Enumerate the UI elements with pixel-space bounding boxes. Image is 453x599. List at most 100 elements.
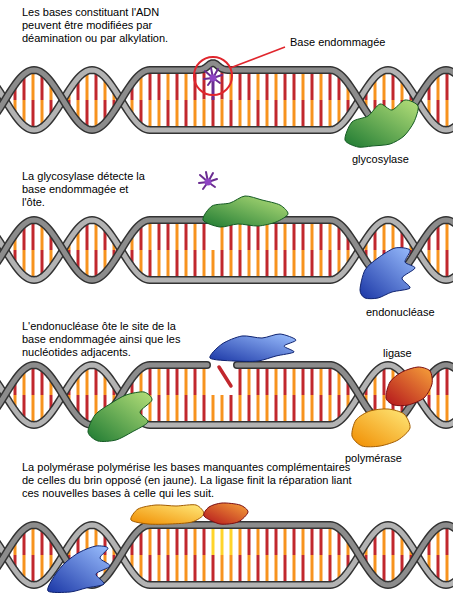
base-rung xyxy=(185,100,188,130)
base-rung xyxy=(284,220,287,250)
base-rung xyxy=(194,250,197,280)
base-rung xyxy=(284,70,287,100)
enzyme-label: endonucléase xyxy=(366,306,435,319)
base-rung xyxy=(329,250,332,280)
base-rung xyxy=(311,250,314,280)
base-rung xyxy=(293,365,296,395)
base-rung xyxy=(446,100,449,130)
base-rung xyxy=(284,250,287,280)
base-rung xyxy=(239,395,242,425)
base-rung xyxy=(302,365,305,395)
base-rung xyxy=(275,100,278,130)
base-rung xyxy=(185,525,188,555)
base-rung xyxy=(32,365,35,395)
base-rung xyxy=(149,250,152,280)
highlight-circle xyxy=(194,57,232,95)
damaged-base xyxy=(199,172,217,189)
base-rung xyxy=(311,220,314,250)
base-rung xyxy=(257,100,260,130)
base-rung xyxy=(176,220,179,250)
ligase-enzyme xyxy=(386,367,432,406)
base-rung xyxy=(167,395,170,425)
enzyme-label: ligase xyxy=(383,347,412,360)
polymerase-enzyme xyxy=(131,505,204,525)
base-rung xyxy=(167,250,170,280)
base-rung xyxy=(221,525,224,555)
base-rung xyxy=(248,100,251,130)
base-rung xyxy=(32,70,35,100)
step-description: La glycosylase détecte la base endommagé… xyxy=(22,170,150,209)
base-rung xyxy=(149,555,152,585)
base-rung xyxy=(311,365,314,395)
base-rung xyxy=(194,220,197,250)
base-rung xyxy=(446,525,449,555)
base-rung xyxy=(257,555,260,585)
base-rung xyxy=(176,365,179,395)
base-rung xyxy=(329,395,332,425)
dna-strand xyxy=(237,365,453,425)
base-rung xyxy=(320,100,323,130)
base-rung xyxy=(239,250,242,280)
base-rung xyxy=(203,99,206,130)
base-rung xyxy=(212,525,215,555)
base-rung xyxy=(194,100,197,130)
base-rung xyxy=(32,395,35,425)
base-rung xyxy=(149,220,152,250)
base-rung xyxy=(176,100,179,130)
enzyme-label: polymérase xyxy=(345,452,402,465)
endonuclease-enzyme xyxy=(360,248,415,299)
damaged-base-core xyxy=(205,179,212,186)
base-rung xyxy=(275,555,278,585)
base-rung xyxy=(239,365,242,395)
base-rung xyxy=(194,525,197,555)
base-rung xyxy=(176,555,179,585)
base-rung xyxy=(293,220,296,250)
base-rung xyxy=(329,365,332,395)
base-rung xyxy=(248,395,251,425)
base-rung xyxy=(158,365,161,395)
base-rung xyxy=(446,250,449,280)
base-rung xyxy=(320,70,323,100)
base-rung xyxy=(284,525,287,555)
base-rung xyxy=(203,365,206,395)
base-rung xyxy=(167,525,170,555)
base-rung xyxy=(185,555,188,585)
base-rung xyxy=(302,100,305,130)
enzyme-label: glycosylase xyxy=(352,153,409,166)
base-rung xyxy=(275,395,278,425)
base-rung xyxy=(149,365,152,395)
base-rung xyxy=(230,250,233,280)
base-rung xyxy=(203,555,206,585)
base-rung xyxy=(32,555,35,585)
base-rung xyxy=(203,220,206,250)
base-rung xyxy=(257,250,260,280)
step-description: La polymérase polymérise les bases manqu… xyxy=(22,461,352,500)
base-rung xyxy=(248,250,251,280)
base-rung xyxy=(446,555,449,585)
base-rung xyxy=(167,555,170,585)
base-rung xyxy=(212,395,215,425)
base-rung xyxy=(32,250,35,280)
base-rung xyxy=(329,555,332,585)
base-rung xyxy=(320,525,323,555)
base-rung xyxy=(266,70,269,100)
base-rung xyxy=(32,100,35,130)
base-rung xyxy=(311,395,314,425)
base-rung xyxy=(203,395,206,425)
base-rung xyxy=(212,97,215,131)
base-rung xyxy=(158,70,161,100)
base-rung xyxy=(329,220,332,250)
base-rung xyxy=(230,395,233,425)
base-rung xyxy=(275,365,278,395)
base-rung xyxy=(167,70,170,100)
base-rung xyxy=(311,100,314,130)
base-rung xyxy=(293,70,296,100)
base-rung xyxy=(266,395,269,425)
base-rung xyxy=(149,100,152,130)
base-rung xyxy=(293,525,296,555)
base-rung xyxy=(185,250,188,280)
glycosylase-enzyme xyxy=(345,100,418,147)
base-rung xyxy=(194,365,197,395)
base-rung xyxy=(266,365,269,395)
